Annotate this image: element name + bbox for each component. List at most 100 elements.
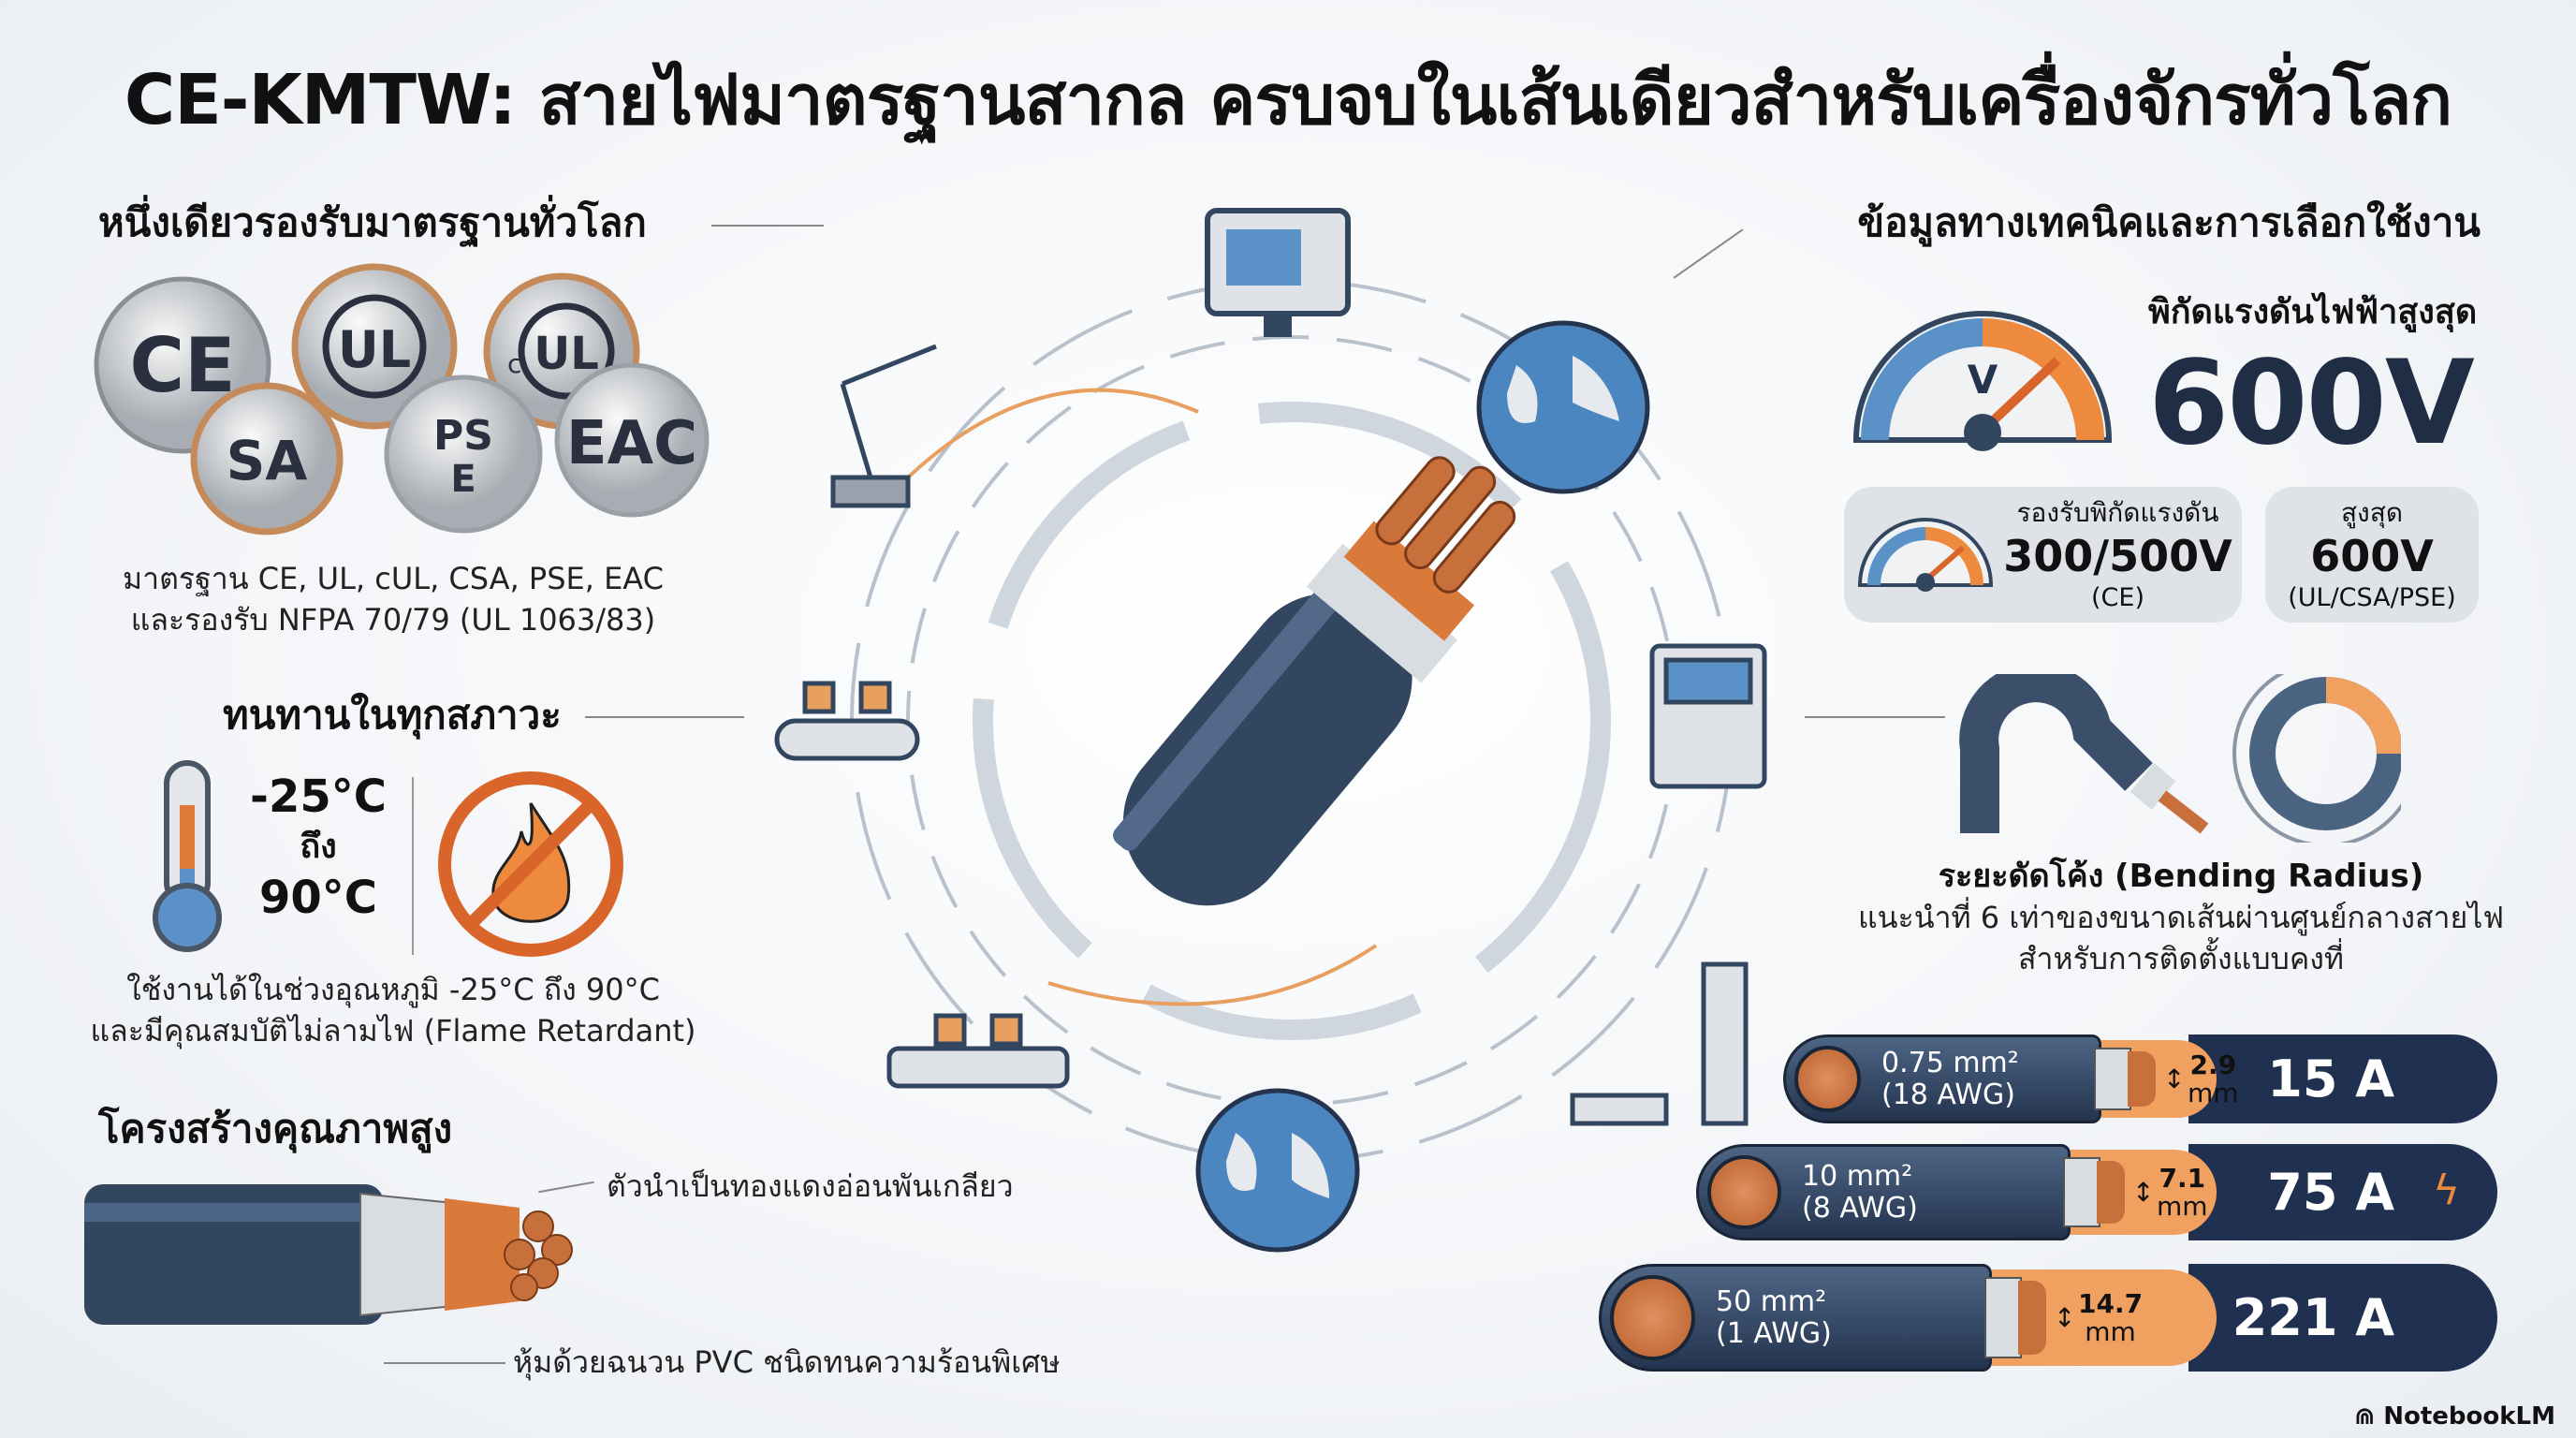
diameter-arrow-icon: ↕ — [2054, 1301, 2076, 1333]
temp-to: ถึง — [300, 828, 337, 866]
cable-size-row: 50 mm² (1 AWG) ↕ 14.7 mm 221 A — [1599, 1264, 2497, 1372]
copper-core-icon — [1707, 1155, 1781, 1229]
ul-voltage-box: สูงสุด 600V (UL/CSA/PSE) — [2265, 487, 2479, 623]
durability-heading: ทนทานในทุกสภาวะ — [223, 692, 562, 738]
structure-heading: โครงสร้างคุณภาพสูง — [98, 1106, 453, 1152]
cable-awg: (8 AWG) — [1802, 1191, 1918, 1225]
standards-text: มาตรฐาน CE, UL, cUL, CSA, PSE, EAC และรอ… — [84, 558, 702, 640]
cable-size-row: 0.75 mm² (18 AWG) ↕ 2.9 mm 15 A — [1783, 1034, 2497, 1123]
standards-line2: และรองรับ NFPA 70/79 (UL 1063/83) — [130, 602, 656, 638]
svg-text:c: c — [507, 348, 521, 379]
shield-layer-icon — [2063, 1157, 2100, 1227]
conductor-strands-icon — [2128, 1051, 2156, 1107]
ce-box-label: รองรับพิกัดแรงดัน — [2016, 497, 2219, 528]
conveyor-icon — [774, 681, 920, 761]
standards-heading: หนึ่งเดียวรองรับมาตรฐานทั่วโลก — [98, 199, 647, 245]
ul-box-value: 600V — [2310, 531, 2434, 581]
globe-bottom-icon — [1195, 1088, 1360, 1253]
conductor-strands-icon — [2018, 1281, 2046, 1355]
insulation-label: หุ้มด้วยฉนวน PVC ชนิดทนความร้อนพิเศษ — [513, 1344, 1061, 1380]
robot-cell-icon — [1570, 961, 1749, 1126]
page-title: CE-KMTW: สายไฟมาตรฐานสากล ครบจบในเส้นเดี… — [124, 60, 2452, 140]
diameter-unit: mm — [2085, 1315, 2136, 1347]
robot-arm-icon — [830, 344, 937, 508]
svg-text:UL: UL — [338, 320, 411, 379]
voltage-gauge-icon: V — [1852, 311, 2113, 451]
amp-band — [2188, 1034, 2497, 1123]
max-voltage-label: พิกัดแรงดันไฟฟ้าสูงสุด — [2148, 293, 2478, 331]
bending-radius-text: ระยะดัดโค้ง (Bending Radius) แนะนำที่ 6 … — [1825, 856, 2537, 979]
durability-line1: ใช้งานได้ในช่วงอุณหภูมิ -25°C ถึง 90°C — [126, 972, 660, 1007]
diameter-unit: mm — [2188, 1077, 2239, 1108]
conductor-label: ตัวนำเป็นทองแดงอ่อนพันเกลียว — [607, 1168, 1014, 1204]
ul-box-label: สูงสุด — [2340, 497, 2404, 528]
pse-badge-icon: PSE — [384, 374, 543, 534]
diameter-unit: mm — [2157, 1190, 2208, 1222]
cable-awg: (18 AWG) — [1881, 1078, 2015, 1111]
svg-text:EAC: EAC — [566, 409, 697, 478]
temp-min: -25°C — [250, 770, 387, 823]
max-voltage-value: 600V — [2148, 336, 2475, 471]
small-gauge-icon — [1857, 518, 1994, 592]
central-cable-hub-illustration — [774, 208, 1767, 1253]
cable-diameter: 2.9 — [2189, 1049, 2237, 1080]
copper-core-icon — [1610, 1275, 1695, 1360]
cable-size-label: 0.75 mm² (18 AWG) — [1881, 1046, 2019, 1111]
diameter-arrow-icon: ↕ — [2132, 1176, 2155, 1208]
current-rating: 15 A — [2267, 1049, 2394, 1108]
cable-size-label: 10 mm² (8 AWG) — [1802, 1159, 1918, 1225]
brand-label: NotebookLM — [2383, 1402, 2555, 1431]
factory-line-icon — [886, 1013, 1070, 1089]
svg-text:E: E — [450, 458, 476, 501]
notebooklm-logo-icon: ⋒ — [2354, 1402, 2384, 1431]
cable-diameter: 14.7 — [2078, 1287, 2144, 1319]
shield-layer-icon — [2094, 1048, 2131, 1110]
thermometer-icon — [153, 760, 222, 952]
bending-line2: สำหรับการติดตั้งแบบคงที่ — [2018, 941, 2344, 976]
bending-title: ระยะดัดโค้ง (Bending Radius) — [1938, 858, 2424, 895]
svg-text:UL: UL — [534, 328, 599, 380]
ul-badge-icon: UL — [291, 263, 458, 430]
control-panel-icon — [1649, 643, 1767, 789]
diameter-label: 2.9 mm — [2188, 1049, 2239, 1108]
ce-voltage-box: รองรับพิกัดแรงดัน 300/500V (CE) — [1844, 487, 2242, 623]
conductor-strands-icon — [2097, 1161, 2125, 1224]
amp-band — [2188, 1144, 2497, 1240]
cable-size: 50 mm² — [1716, 1284, 1827, 1318]
ce-box-std: (CE) — [2091, 583, 2144, 612]
ce-box-value: 300/500V — [2003, 531, 2232, 581]
svg-text:SA: SA — [227, 429, 308, 492]
diameter-label: 7.1 mm — [2157, 1162, 2208, 1222]
diameter-arrow-icon: ↕ — [2163, 1063, 2186, 1094]
bending-radius-icon — [1959, 674, 2401, 843]
gauge-letter: V — [1968, 357, 1998, 403]
copper-core-icon — [1794, 1046, 1861, 1112]
cable-diameter: 7.1 — [2159, 1162, 2206, 1194]
durability-line2: และมีคุณสมบัติไม่ลามไฟ (Flame Retardant) — [90, 1013, 696, 1049]
amp-band — [2188, 1264, 2497, 1372]
eac-badge-icon: EAC — [554, 362, 710, 518]
bending-line1: แนะนำที่ 6 เท่าของขนาดเส้นผ่านศูนย์กลางส… — [1858, 900, 2504, 935]
current-rating: 221 A — [2232, 1287, 2394, 1347]
diameter-label: 14.7 mm — [2078, 1287, 2144, 1347]
durability-text: ใช้งานได้ในช่วงอุณหภูมิ -25°C ถึง 90°C แ… — [75, 969, 711, 1051]
cable-size: 10 mm² — [1802, 1159, 1913, 1193]
cable-size-label: 50 mm² (1 AWG) — [1716, 1284, 1832, 1350]
standards-line1: มาตรฐาน CE, UL, cUL, CSA, PSE, EAC — [123, 561, 664, 596]
current-rating: 75 A — [2267, 1162, 2394, 1222]
cable-size: 0.75 mm² — [1881, 1046, 2019, 1079]
temperature-range: -25°C ถึง 90°C — [239, 770, 398, 925]
cable-awg: (1 AWG) — [1716, 1316, 1832, 1350]
cable-size-row: 10 mm² (8 AWG) ↕ 7.1 mm 75 A ϟ — [1696, 1144, 2497, 1240]
cable-structure-illustration — [84, 1184, 573, 1325]
temp-max: 90°C — [258, 872, 378, 924]
csa-badge-icon: SA — [190, 382, 344, 536]
flame-retardant-icon — [438, 771, 623, 957]
globe-top-icon — [1476, 320, 1650, 494]
lightning-icon: ϟ — [2432, 1167, 2460, 1214]
ul-box-std: (UL/CSA/PSE) — [2288, 583, 2456, 612]
computer-icon — [1205, 208, 1351, 337]
svg-text:CE: CE — [129, 322, 235, 409]
technical-heading: ข้อมูลทางเทคนิคและการเลือกใช้งาน — [1857, 199, 2481, 245]
certification-badges: CE UL UL c SA PSE EAC — [94, 263, 710, 536]
